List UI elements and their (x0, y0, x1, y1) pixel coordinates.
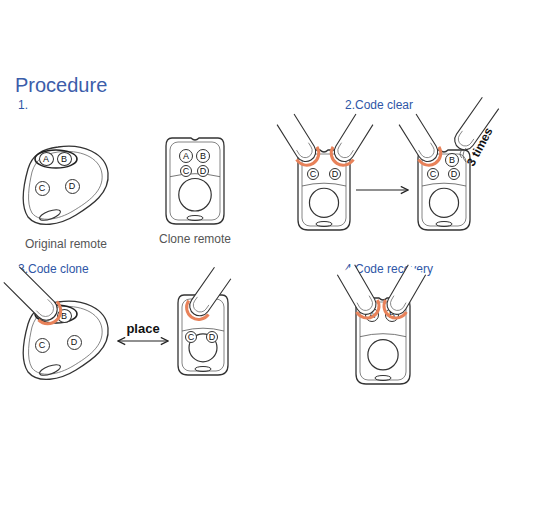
repeat-note: 3 times (464, 125, 496, 168)
button-letter: A (43, 155, 49, 164)
finger (182, 266, 233, 324)
remote-button: C (185, 331, 197, 343)
finger (275, 113, 323, 170)
remote-caption: Clone remote (126, 232, 264, 246)
remote-button: C (35, 181, 50, 196)
button-letter: A (369, 311, 375, 320)
step-arrow (118, 340, 168, 341)
button-letter: C (310, 170, 317, 179)
remote-button: A (365, 308, 379, 322)
remote-fob: B C D (418, 150, 470, 230)
button-letter: B (61, 155, 67, 164)
remote-button: B (57, 309, 72, 323)
remote-outline (418, 150, 470, 230)
step-heading: 2.Code clear (345, 98, 413, 112)
remote-button: C (35, 338, 50, 353)
button-letter: B (389, 311, 395, 320)
button-letter: B (200, 152, 206, 161)
button-letter: C (39, 341, 46, 350)
finger (397, 113, 445, 170)
step-heading: 3.Code clone (18, 262, 89, 276)
remote-button: D (197, 165, 209, 177)
remote-fob: CD (178, 295, 228, 375)
remote-caption: Original remote (0, 237, 152, 251)
remote-fob: AB (356, 298, 410, 384)
remote-fob: Original remoteABCD (20, 143, 112, 229)
remote-button: D (206, 331, 218, 343)
button-letter: D (200, 167, 207, 176)
button-letter: C (39, 184, 46, 193)
remote-outline (298, 150, 350, 230)
step-arrow (356, 189, 408, 190)
button-letter: C (430, 170, 437, 179)
button-letter: D (69, 182, 76, 191)
edge-label: place (126, 321, 159, 336)
title: Procedure (15, 74, 107, 97)
remote-button: A (179, 149, 193, 163)
button-letter: D (451, 170, 458, 179)
remote-button: B (385, 308, 399, 322)
button-letter: D (209, 333, 216, 342)
remote-button: D (448, 168, 460, 180)
step-heading: 4.Code recovery (345, 262, 433, 276)
remote-button: D (67, 335, 82, 350)
button-letter: D (71, 338, 78, 347)
remote-fob: B C D (20, 298, 112, 384)
remote-fob: CD (298, 150, 350, 230)
remote-outline (166, 138, 224, 224)
button-letter: B (449, 156, 455, 165)
remote-button: B (196, 149, 210, 163)
button-letter: A (183, 152, 189, 161)
button-letter: D (332, 170, 339, 179)
finger (327, 113, 375, 170)
remote-button: D (65, 179, 80, 194)
button-letter: B (61, 312, 67, 321)
remote-button: B (445, 153, 459, 167)
button-letter: C (188, 333, 195, 342)
remote-button: C (307, 168, 319, 180)
step-heading: 1. (18, 98, 28, 112)
remote-outline (356, 298, 410, 384)
remote-fob: Clone remoteABCD (166, 138, 224, 224)
remote-button: B (57, 152, 72, 166)
remote-button: A (39, 152, 54, 166)
remote-button: C (180, 165, 192, 177)
remote-button: D (329, 168, 341, 180)
remote-button: C (427, 168, 439, 180)
finger-layer (2, 97, 498, 329)
button-letter: C (183, 167, 190, 176)
